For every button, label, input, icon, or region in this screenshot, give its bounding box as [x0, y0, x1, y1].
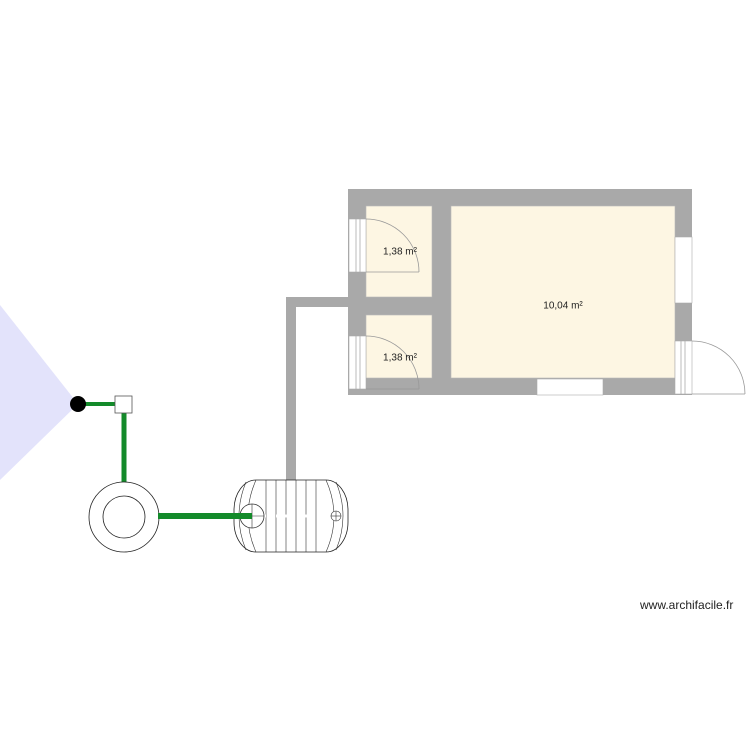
door-top-left[interactable]: [348, 218, 420, 273]
window-bottom[interactable]: [536, 378, 604, 396]
lamp-icon[interactable]: [70, 396, 86, 412]
septic-tank-icon[interactable]: [233, 479, 349, 553]
window-right[interactable]: [674, 236, 693, 304]
light-cone: [0, 305, 78, 480]
room-main-floor[interactable]: [450, 205, 676, 379]
room-bottom-left-area: 1,38 m²: [383, 352, 417, 364]
door-right[interactable]: [674, 340, 746, 395]
manhole-icon[interactable]: [88, 481, 160, 553]
watermark: www.archifacile.fr: [640, 598, 734, 612]
room-main-area: 10,04 m²: [543, 300, 583, 312]
junction-box-icon[interactable]: [114, 395, 133, 414]
grey-pipe[interactable]: [286, 297, 348, 488]
room-bottom-left-floor[interactable]: [365, 314, 433, 379]
room-top-left-floor[interactable]: [365, 205, 433, 298]
room-top-left-area: 1,38 m²: [383, 246, 417, 258]
door-bottom-left[interactable]: [348, 335, 420, 390]
